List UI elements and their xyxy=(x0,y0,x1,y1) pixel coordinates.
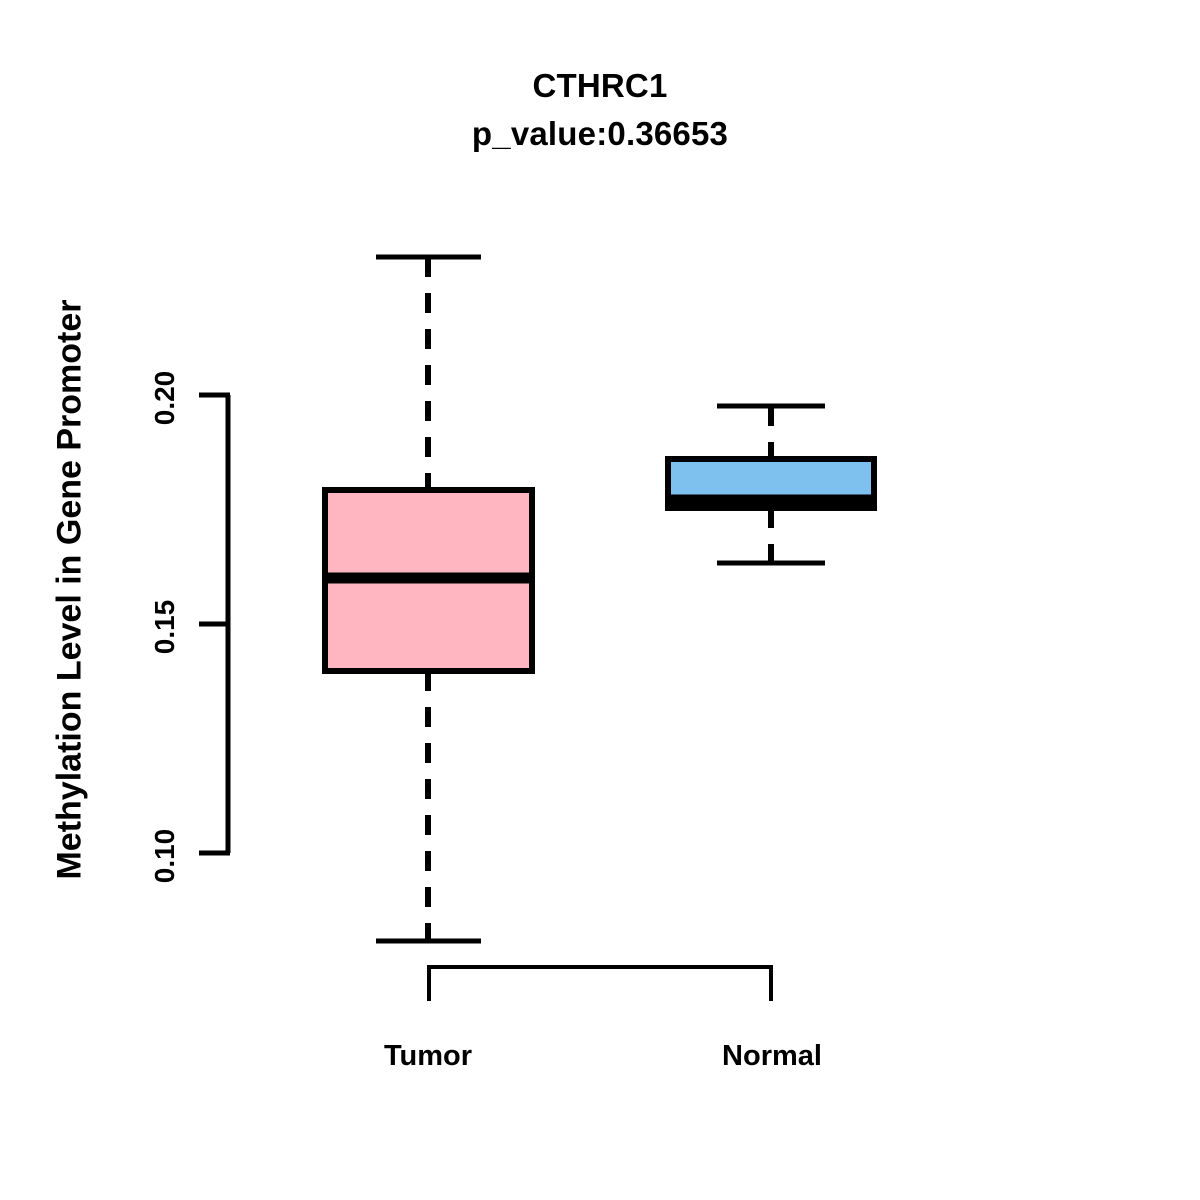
y-axis xyxy=(199,392,231,856)
chart-subtitle: p_value:0.36653 xyxy=(471,115,729,152)
page-title: CTHRC1 xyxy=(532,67,668,104)
chart-title-block: CTHRC1 p_value:0.36653 xyxy=(0,62,1200,158)
box-tumor xyxy=(322,254,535,944)
x-axis xyxy=(427,965,773,1001)
box-normal xyxy=(665,403,877,566)
x-tick-label-tumor: Tumor xyxy=(383,1040,473,1072)
x-tick-label-normal: Normal xyxy=(722,1040,822,1072)
